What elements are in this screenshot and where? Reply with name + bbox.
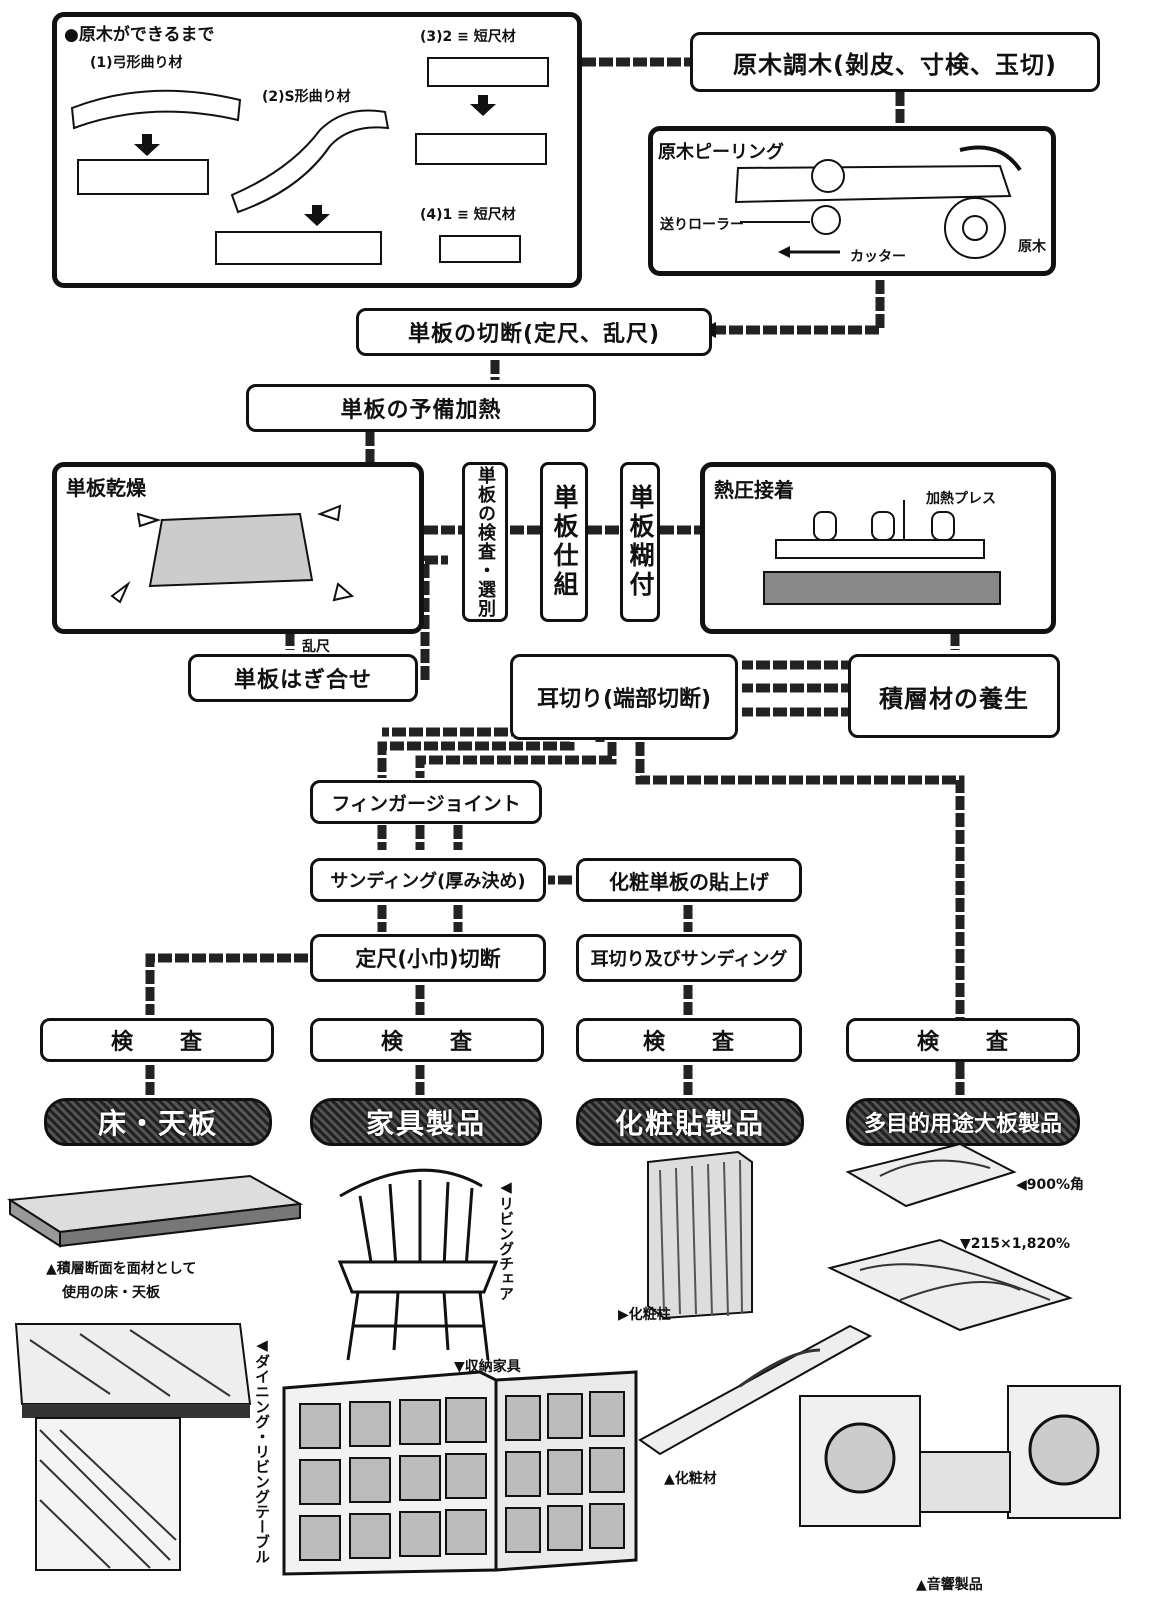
board-900-illustration [848,1144,1014,1206]
dining-table-illustration [16,1324,250,1570]
dining-table-caption: ◀ダイニング・リビングテーブル [252,1336,273,1564]
floor-caption-line2: 使用の床・天板 [62,1282,160,1302]
size-215-caption: ▼215×1,820% [960,1236,1070,1252]
storage-caption: ▼収納家具 [454,1356,521,1376]
floor-board-illustration [10,1176,300,1246]
pillar-caption: ▶化粧柱 [618,1304,671,1324]
audio-product-illustration [800,1386,1120,1526]
size-900-caption: ◀900%角 [1016,1174,1084,1194]
chair-illustration [340,1170,496,1360]
living-chair-caption: ◀リビングチェア [496,1178,517,1301]
floor-caption-line1: ▲積層断面を面材として [46,1258,196,1278]
storage-cabinet-illustration [284,1372,636,1574]
pillar-illustration [648,1152,752,1318]
overlay-material-caption: ▲化粧材 [664,1468,717,1488]
audio-caption: ▲音響製品 [916,1574,983,1594]
board-215-illustration [830,1240,1070,1330]
